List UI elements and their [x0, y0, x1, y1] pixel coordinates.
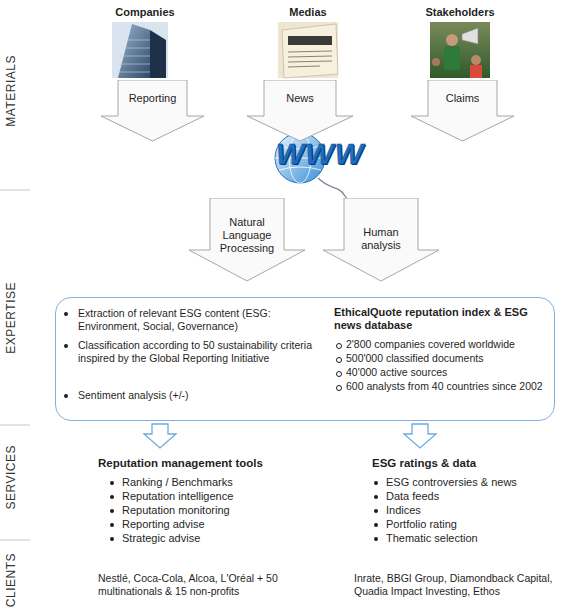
newspaper-photo: [278, 22, 338, 78]
section-label: EXPERTISE: [4, 282, 18, 354]
bullet-dot: [110, 537, 114, 541]
arrow-shape: Natural Language Processing: [188, 198, 306, 282]
arrow-outline-path: [101, 80, 204, 141]
arrow-outline: [410, 80, 515, 142]
service-item: Strategic advise: [122, 532, 292, 545]
heading-label: Stakeholders: [415, 6, 505, 19]
heading-label: Medias: [268, 6, 348, 19]
bullet-ring: [336, 385, 342, 391]
service-item: ESG controversies & news: [386, 476, 556, 489]
bullet-dot: [374, 495, 378, 499]
bullet-dot: [374, 537, 378, 541]
bullet-dot: [374, 509, 378, 513]
arrow-outline-path: [247, 80, 353, 141]
arrow-label: Claims: [430, 92, 495, 105]
service-item: Ranking / Benchmarks: [122, 476, 292, 489]
box-item: Extraction of relevant ESG content (ESG:…: [78, 307, 328, 333]
arrow-outline: [246, 80, 354, 142]
expertise-box: Extraction of relevant ESG content (ESG:…: [55, 297, 555, 421]
service-item: Reputation monitoring: [122, 504, 292, 517]
service-item: Portfolio rating: [386, 518, 556, 531]
arrow-shape: Claims: [410, 80, 515, 142]
arrow-label: Human analysis: [346, 226, 416, 252]
section-separator: [0, 540, 30, 541]
arrow-shape: News: [246, 80, 354, 142]
building-photo: [112, 22, 168, 78]
section-separator: [0, 425, 30, 426]
client-label: Nestlé, Coca-Cola, Alcoa, L'Oréal + 50 m…: [98, 572, 323, 598]
bullet-dot: [64, 344, 68, 348]
arrow-label: Reporting: [120, 92, 185, 105]
arrow-outline-path: [411, 80, 514, 141]
box-item: Sentiment analysis (+/-): [78, 389, 328, 402]
bullet-dot: [64, 312, 68, 316]
down-arrow: [144, 424, 176, 448]
service-item: Data feeds: [386, 490, 556, 503]
service-item: Indices: [386, 504, 556, 517]
service-item: Reporting advise: [122, 518, 292, 531]
bullet-dot: [64, 394, 68, 398]
service-item: Thematic selection: [386, 532, 556, 545]
arrow-shape: Human analysis: [322, 198, 440, 282]
bullet-dot: [110, 509, 114, 513]
bullet-dot: [110, 481, 114, 485]
bullet-dot: [110, 495, 114, 499]
bullet-dot: [110, 523, 114, 527]
heading-label: Reputation management tools: [98, 456, 298, 470]
arrow-outline-path: [189, 198, 305, 281]
box-item: 500'000 classified documents: [346, 352, 551, 365]
bullet-ring: [336, 343, 342, 349]
section-label: SERVICES: [4, 445, 18, 509]
client-label: Inrate, BBGI Group, Diamondback Capital,…: [354, 572, 559, 598]
box-item: 600 analysts from 40 countries since 200…: [346, 380, 551, 393]
down-arrow: [404, 424, 436, 448]
arrow-outline-path: [323, 198, 439, 281]
box-item: 2'800 companies covered worldwide: [346, 338, 551, 351]
section-label: CLIENTS: [4, 553, 18, 607]
heading-label: ESG ratings & data: [372, 456, 552, 470]
bullet-ring: [336, 371, 342, 377]
arrow-shape: Reporting: [100, 80, 205, 142]
arrow-label: News: [266, 92, 334, 105]
box-heading: EthicalQuote reputation index & ESG news…: [334, 306, 549, 332]
arrow-label: Natural Language Processing: [212, 216, 282, 255]
www-text: WWW: [255, 136, 385, 172]
section-label: MATERIALS: [4, 55, 18, 127]
service-item: Reputation intelligence: [122, 490, 292, 503]
box-item: Classification according to 50 sustainab…: [78, 339, 328, 365]
heading-label: Companies: [105, 6, 185, 19]
bullet-dot: [374, 481, 378, 485]
bullet-ring: [336, 357, 342, 363]
protest-photo: [430, 22, 490, 78]
box-item: 40'000 active sources: [346, 366, 551, 379]
bullet-dot: [374, 523, 378, 527]
arrow-outline: [100, 80, 205, 142]
section-separator: [0, 190, 30, 191]
